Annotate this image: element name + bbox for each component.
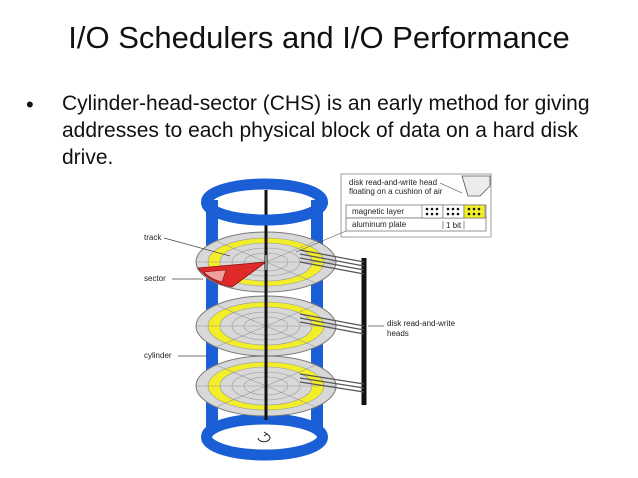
slide-title: I/O Schedulers and I/O Performance (68, 20, 570, 55)
bullet-dot-icon: • (26, 92, 34, 117)
spindle-tube-front (201, 201, 328, 226)
inset-detail: disk read-and-write head floating on a c… (295, 173, 492, 253)
bullet-text: Cylinder-head-sector (CHS) is an early m… (62, 92, 590, 169)
inset-head-line1: disk read-and-write head (349, 178, 437, 187)
inset-bit: 1 bit (446, 221, 462, 230)
inset-head-line2: floating on a cushion of air (349, 187, 443, 196)
label-heads-line1: disk read-and-write (387, 319, 456, 328)
label-heads-line2: heads (387, 329, 409, 338)
magnetic-bits (421, 204, 486, 219)
sector-highlight (197, 261, 268, 288)
inset-aluminum-plate: aluminum plate (352, 220, 407, 229)
inset-magnetic-layer: magnetic layer (352, 207, 404, 216)
head-actuator (299, 249, 367, 405)
label-cylinder: cylinder (144, 351, 172, 360)
label-sector: sector (144, 274, 166, 283)
label-track: track (144, 233, 162, 242)
read-write-head-icon (461, 175, 491, 197)
